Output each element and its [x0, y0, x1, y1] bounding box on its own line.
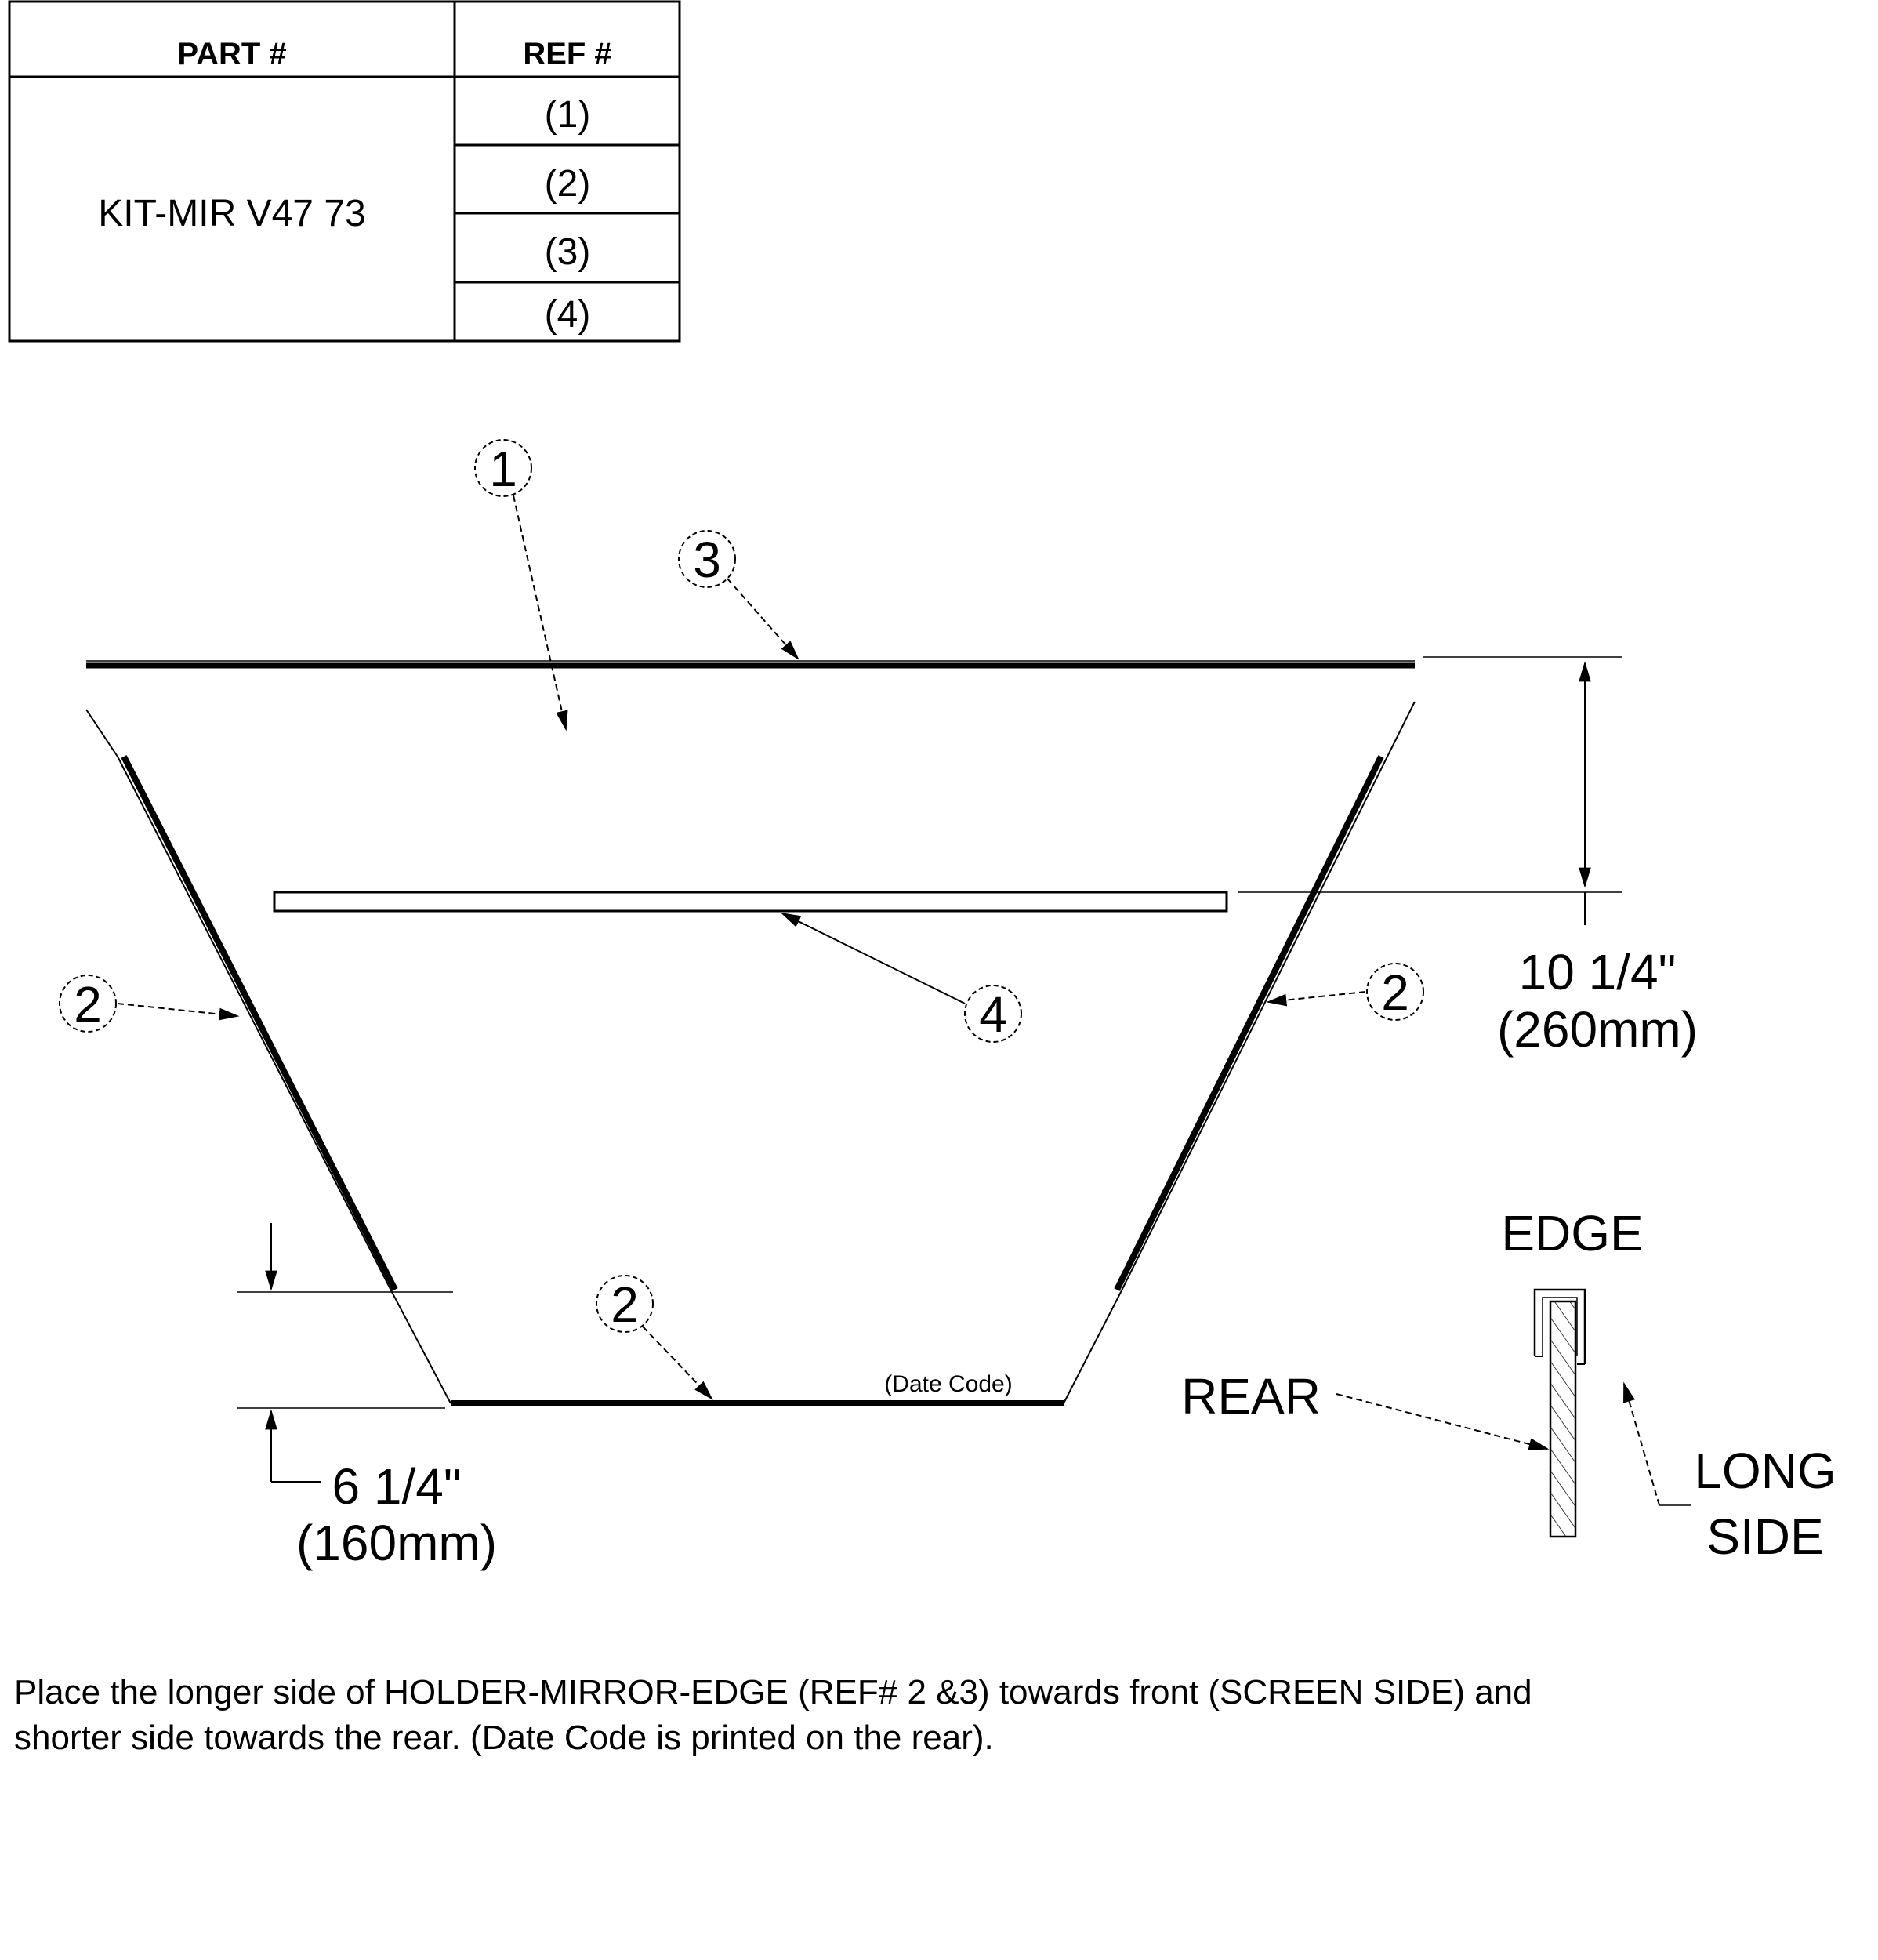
callout-1-balloon — [474, 439, 532, 497]
mid-support-bar — [273, 891, 1228, 913]
edge-detail-title: EDGE — [1501, 1205, 1643, 1261]
callout-1-number: 1 — [489, 441, 517, 497]
callout-3-number: 3 — [693, 532, 721, 588]
table-ref-3: (3) — [545, 231, 591, 273]
installation-note-line-2: shorter side towards the rear. (Date Cod… — [14, 1719, 994, 1757]
edge-offset-inches: 6 1/4" — [332, 1458, 461, 1515]
callout-2-bottom-number: 2 — [611, 1276, 639, 1333]
height-dimension-inches: 10 1/4" — [1519, 944, 1677, 1000]
callout-4-balloon — [964, 985, 1022, 1043]
long-label: LONG — [1694, 1443, 1836, 1499]
edge-detail: EDGE REAR LONG SIDE — [1181, 1205, 1836, 1565]
mirror-panel — [85, 660, 1416, 1406]
callout-3-balloon — [678, 530, 736, 588]
callout-2-bottom-balloon — [596, 1275, 654, 1333]
edge-offset-dimension: 6 1/4" (160mm) — [237, 1223, 497, 1571]
callout-2-left-number: 2 — [74, 976, 102, 1033]
parts-table: PART # REF # KIT-MIR V47 73 (1) (2) (3) … — [8, 0, 681, 343]
table-header-part: PART # — [177, 37, 286, 71]
height-dimension-mm: (260mm) — [1497, 1001, 1698, 1058]
table-ref-4: (4) — [545, 294, 591, 336]
right-edge-holder — [1114, 755, 1384, 1291]
callout-2-right-number: 2 — [1381, 964, 1409, 1021]
glass-section — [1549, 1300, 1577, 1538]
callout-2-left-balloon — [59, 975, 117, 1033]
callout-4-number: 4 — [979, 986, 1007, 1043]
edge-offset-mm: (160mm) — [296, 1515, 497, 1571]
left-edge-holder — [121, 755, 398, 1291]
rear-label: REAR — [1181, 1368, 1321, 1425]
installation-note-line-1: Place the longer side of HOLDER-MIRROR-E… — [14, 1673, 1532, 1711]
table-ref-2: (2) — [545, 163, 591, 205]
table-header-ref: REF # — [523, 37, 611, 71]
table-part-number: KIT-MIR V47 73 — [98, 193, 365, 234]
height-dimension: 10 1/4" (260mm) — [1238, 656, 1698, 1058]
installation-note: Place the longer side of HOLDER-MIRROR-E… — [14, 1670, 1872, 1761]
callout-2-right-balloon — [1366, 963, 1424, 1021]
side-label: SIDE — [1706, 1508, 1823, 1565]
table-ref-1: (1) — [545, 94, 591, 136]
callouts: 1 3 2 2 4 2 — [59, 439, 1424, 1400]
date-code-label: (Date Code) — [884, 1371, 1012, 1397]
